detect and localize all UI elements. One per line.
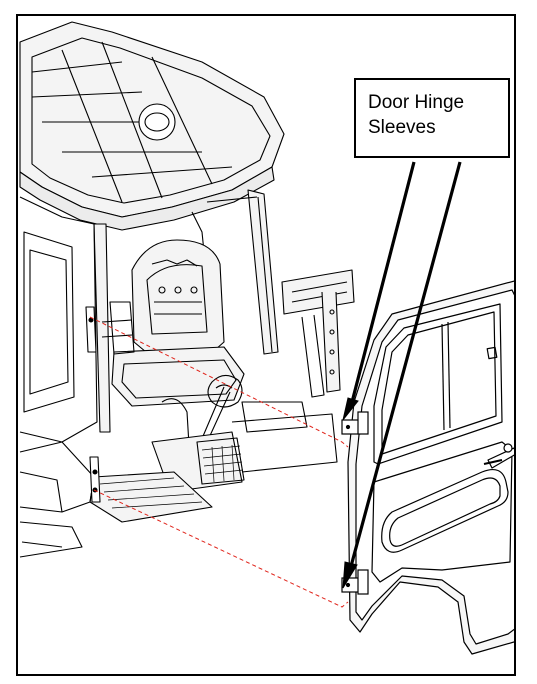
callout-line-1: Door Hinge bbox=[368, 92, 465, 113]
callout-label-box: Door Hinge Sleeves bbox=[354, 78, 510, 158]
cab-door-icon bbox=[347, 280, 514, 655]
callout-line-2: Sleeves bbox=[368, 117, 436, 138]
hinge-sleeve-icon bbox=[341, 411, 369, 595]
alignment-guide-lines bbox=[89, 316, 349, 608]
diagram-frame: Door Hinge Sleeves bbox=[16, 14, 516, 676]
utv-cab-body-icon bbox=[19, 21, 355, 558]
exploded-view-drawing bbox=[19, 21, 514, 655]
leader-arrow-icon bbox=[342, 161, 462, 589]
